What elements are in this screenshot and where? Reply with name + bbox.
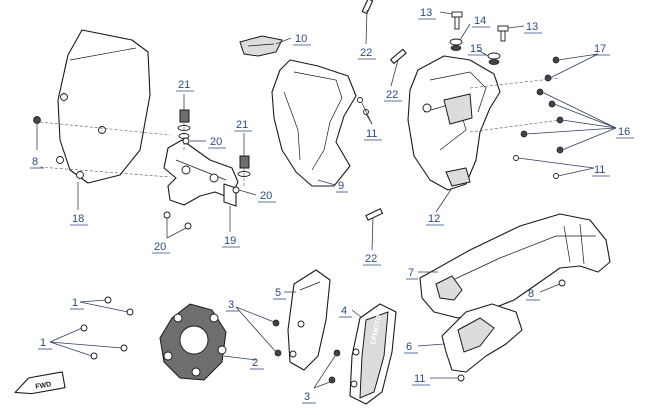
- front-fender-7: [419, 213, 611, 319]
- upper-bracket-10: [239, 35, 283, 57]
- callout-10: 10: [295, 33, 307, 45]
- callout-18: 18: [72, 213, 84, 225]
- windshield: [39, 29, 171, 184]
- callout-8-left: 8: [32, 156, 38, 168]
- callout-17: 17: [594, 43, 606, 55]
- fwd-label: FWD: [35, 381, 52, 391]
- callout-20-upper: 20: [210, 136, 222, 148]
- headlight-housing-12: [407, 55, 501, 191]
- mounting-plate-2: [159, 303, 227, 381]
- callout-4: 4: [341, 305, 347, 317]
- callout-11-upper: 11: [366, 128, 377, 140]
- callout-20-right: 20: [260, 190, 272, 202]
- screws-16-17: [469, 56, 564, 179]
- callout-11-right: 11: [594, 164, 605, 176]
- callout-3-lower: 3: [304, 391, 310, 403]
- callout-21-right: 21: [236, 119, 248, 131]
- windshield-bracket: [163, 139, 239, 207]
- lower-fender-6: [441, 303, 523, 382]
- grommet-15: [487, 52, 501, 65]
- fastener-13-left: [451, 11, 463, 30]
- callout-8-right: 8: [528, 288, 534, 300]
- callout-21-left: 21: [178, 79, 190, 91]
- callout-9: 9: [338, 180, 344, 192]
- screw-8-left: [33, 116, 41, 124]
- screws-3: [272, 319, 341, 384]
- callout-13-left: 13: [420, 7, 432, 19]
- fwd-arrow-icon: [14, 371, 66, 395]
- callout-20-bottom: 20: [154, 241, 166, 253]
- callout-22-bottom: 22: [365, 253, 377, 265]
- callout-1-lower: 1: [40, 337, 46, 349]
- callout-22-mid: 22: [386, 89, 398, 101]
- callout-16: 16: [618, 126, 630, 138]
- leader-lines: [36, 9, 617, 389]
- fastener-13-right: [497, 25, 509, 42]
- callout-19: 19: [224, 235, 236, 247]
- callout-3-upper: 3: [228, 299, 234, 311]
- callout-14: 14: [474, 15, 486, 27]
- callout-22-top: 22: [360, 47, 372, 59]
- callout-5: 5: [275, 287, 281, 299]
- callout-labels: 8 18 21 20 21 20 20 19 10 9 11 22 22 22 …: [30, 7, 634, 404]
- callout-15: 15: [470, 43, 482, 55]
- callout-1-upper: 1: [72, 297, 78, 309]
- strip-22-bottom: [365, 208, 384, 221]
- side-panel-5: [287, 269, 331, 371]
- strip-22-top: [361, 0, 374, 15]
- grommet-14: [449, 38, 463, 51]
- callout-12: 12: [428, 213, 440, 225]
- screws-1: [80, 296, 134, 360]
- callout-13-right: 13: [526, 21, 538, 33]
- damper-21-left: [177, 109, 191, 150]
- callout-7: 7: [408, 267, 414, 279]
- side-panel-4: [349, 303, 397, 405]
- inner-shroud-9: [271, 59, 369, 187]
- callout-11-bottom: 11: [414, 373, 425, 385]
- strip-22-mid: [390, 48, 407, 64]
- callout-2: 2: [252, 357, 258, 369]
- screws-20: [163, 137, 240, 230]
- damper-21-right: [237, 155, 251, 188]
- callout-6: 6: [406, 341, 412, 353]
